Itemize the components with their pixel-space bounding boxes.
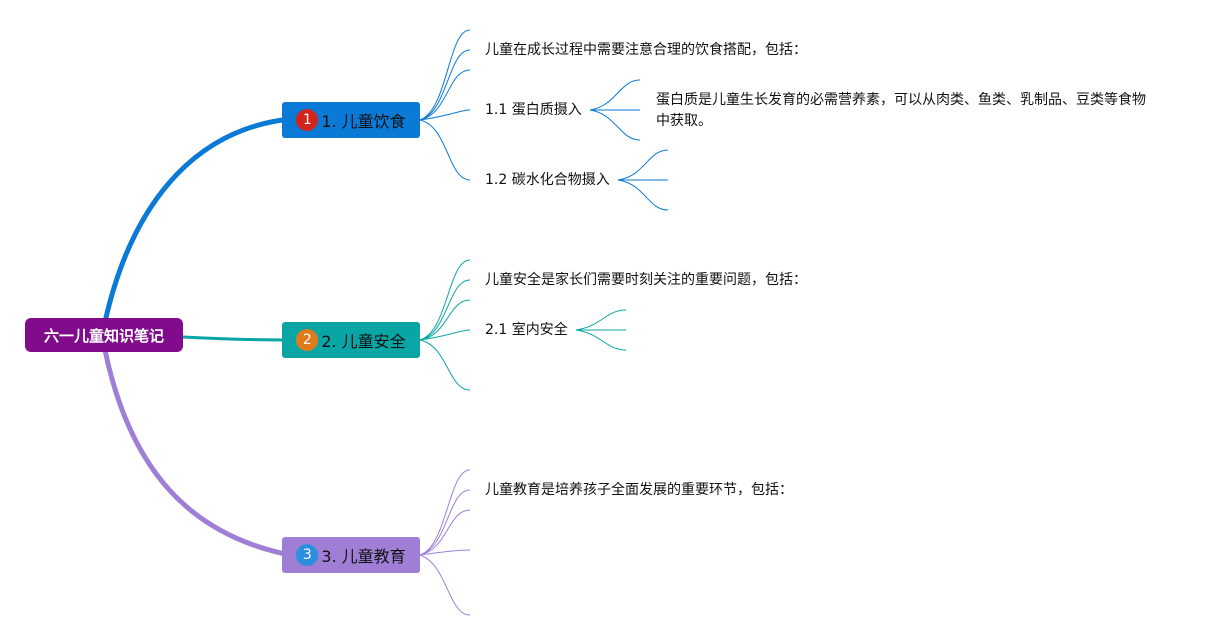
- branch-topic-diet[interactable]: 1 1. 儿童饮食: [282, 102, 420, 138]
- priority-2-icon: 2: [296, 329, 319, 351]
- branch1-fan: [419, 29, 669, 211]
- subtopic-protein[interactable]: 1.1 蛋白质摄入: [485, 102, 582, 118]
- branch-topic-label: 2. 儿童安全: [321, 332, 406, 351]
- branch-topic-education[interactable]: 3 3. 儿童教育: [282, 537, 420, 573]
- branch-topic-safety[interactable]: 2 2. 儿童安全: [282, 322, 420, 358]
- branch2-fan: [419, 259, 627, 391]
- root-branch2-connector: [182, 335, 291, 342]
- education-intro-text: 儿童教育是培养孩子全面发展的重要环节，包括：: [485, 482, 793, 498]
- safety-intro-text: 儿童安全是家长们需要时刻关注的重要问题，包括：: [485, 272, 807, 288]
- branch3-fan: [419, 469, 471, 616]
- root-branch1-connector: [102, 116, 291, 323]
- root-branch3-connector: [102, 349, 291, 558]
- branch-topic-label: 1. 儿童饮食: [321, 112, 406, 131]
- subtopic-indoor-safety[interactable]: 2.1 室内安全: [485, 322, 568, 338]
- subtopic-carbohydrate[interactable]: 1.2 碳水化合物摄入: [485, 172, 610, 188]
- protein-detail-text: 蛋白质是儿童生长发育的必需营养素，可以从肉类、鱼类、乳制品、豆类等食物中获取。: [656, 92, 1146, 129]
- branch-topic-label: 3. 儿童教育: [321, 547, 406, 566]
- priority-3-icon: 3: [296, 544, 319, 566]
- priority-1-icon: 1: [296, 109, 319, 131]
- root-topic-label: 六一儿童知识笔记: [43, 326, 164, 345]
- root-topic[interactable]: 六一儿童知识笔记: [25, 318, 183, 352]
- diet-intro-text: 儿童在成长过程中需要注意合理的饮食搭配，包括：: [485, 42, 807, 58]
